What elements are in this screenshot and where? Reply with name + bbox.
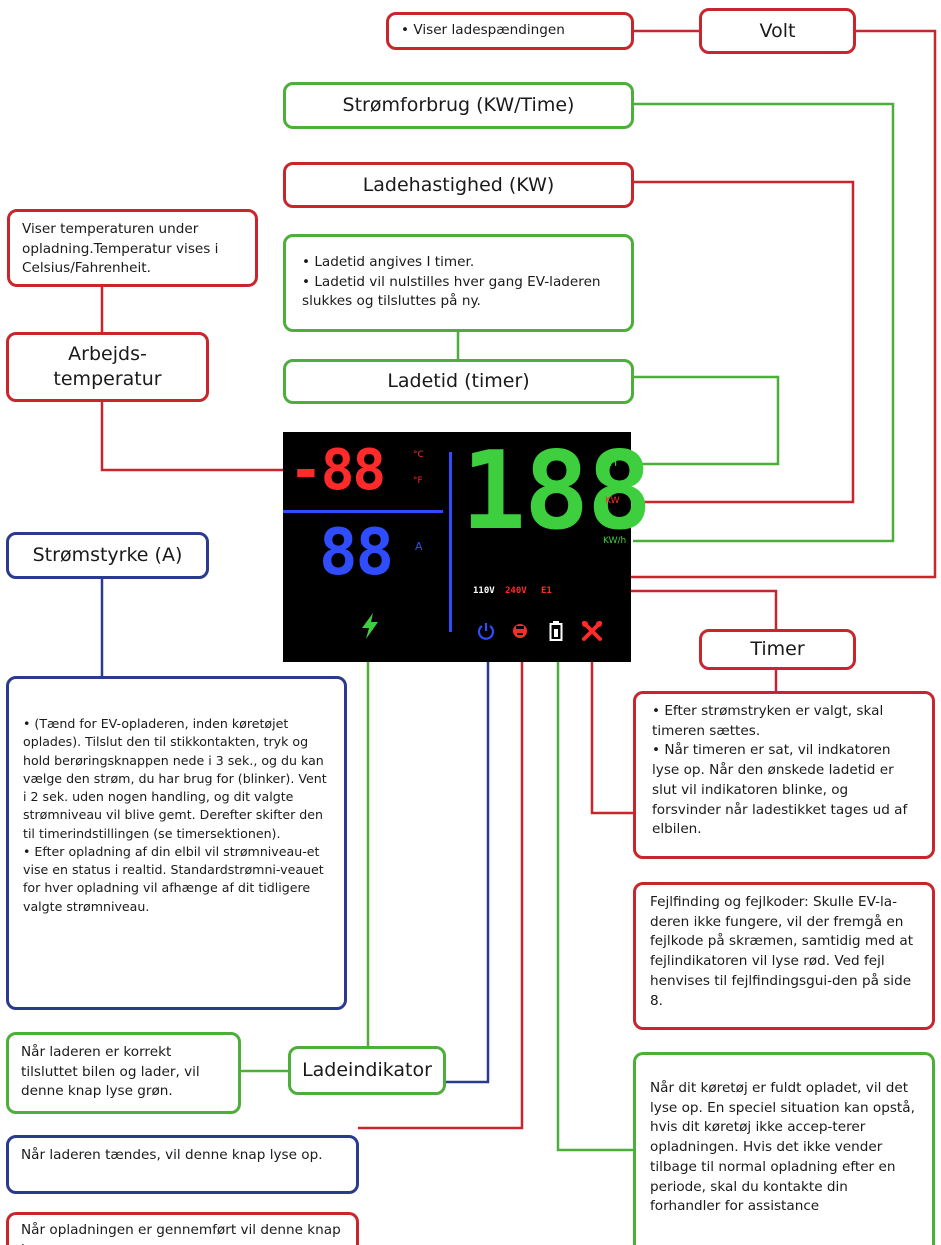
ladetid-text: Ladetid (timer) xyxy=(387,370,530,393)
ladetid-label: Ladetid (timer) xyxy=(283,359,634,404)
strom-styrke-text: Strømstyrke (A) xyxy=(32,544,183,567)
timer-label: Timer xyxy=(699,629,856,670)
volt-description: • Viser ladespændingen xyxy=(401,22,565,38)
unit-kw: KW xyxy=(605,496,620,506)
lade-indikator-text: Ladeindikator xyxy=(302,1059,432,1082)
lade-indikator-description: Når laderen er korrekt tilsluttet bilen … xyxy=(21,1044,200,1100)
volt-label-text: Volt xyxy=(759,19,796,42)
strom-description-2: • Efter opladning af din elbil vil strøm… xyxy=(23,843,324,914)
unit-hour: H xyxy=(609,456,618,469)
power-description: Når laderen tændes, vil denne knap lyse … xyxy=(21,1147,323,1163)
temperature-digits: -88 xyxy=(289,438,386,503)
power-description-box: Når laderen tændes, vil denne knap lyse … xyxy=(6,1135,359,1194)
charger-display-panel: -88 °C °F 88 A 188 H KW KW/h 110V 240V E… xyxy=(283,432,652,662)
arbejds-temp-text: Arbejds- temperatur xyxy=(53,343,162,390)
ladetid-description-box: • Ladetid angives I timer. • Ladetid vil… xyxy=(283,234,634,332)
strom-description-1: • (Tænd for EV-opladeren, inden køretøje… xyxy=(23,716,327,841)
unit-ampere: A xyxy=(415,540,423,553)
battery-icon xyxy=(549,621,563,641)
divider-line xyxy=(283,510,443,513)
big-digits: 188 xyxy=(461,429,652,554)
timer-text: Timer xyxy=(750,638,805,661)
unit-fahrenheit: °F xyxy=(413,476,423,486)
timer-description-2: • Når timeren er sat, vil indkatoren lys… xyxy=(652,742,908,838)
unit-celsius: °C xyxy=(413,450,424,460)
wrench-icon xyxy=(582,621,602,641)
done-description: Når opladningen er gennemført vil denne … xyxy=(21,1222,341,1245)
plug-icon xyxy=(513,624,527,638)
temp-description: Viser temperaturen under opladning.Tempe… xyxy=(22,221,219,277)
strom-forbrug-label: Strømforbrug (KW/Time) xyxy=(283,82,634,129)
done-description-box: Når opladningen er gennemført vil denne … xyxy=(6,1212,359,1245)
ladehastighed-label: Ladehastighed (KW) xyxy=(283,162,634,208)
strom-forbrug-text: Strømforbrug (KW/Time) xyxy=(342,94,575,117)
vertical-divider xyxy=(449,452,452,632)
strom-description-box: • (Tænd for EV-opladeren, inden køretøje… xyxy=(6,676,347,1010)
ladehastighed-text: Ladehastighed (KW) xyxy=(362,173,555,196)
strom-styrke-label: Strømstyrke (A) xyxy=(6,532,209,579)
voltage-240: 240V xyxy=(505,586,527,596)
volt-label: Volt xyxy=(699,8,856,54)
ladetid-description-2: • Ladetid vil nulstilles hver gang EV-la… xyxy=(302,273,601,310)
fuld-description: Når dit køretøj er fuldt opladet, vil de… xyxy=(650,1080,915,1215)
timer-description-1: • Efter strømstryken er valgt, skal time… xyxy=(652,703,884,739)
ladetid-description-1: • Ladetid angives I timer. xyxy=(302,254,475,270)
volt-description-box: • Viser ladespændingen xyxy=(386,12,634,50)
fejl-description-box: Fejlfinding og fejlkoder: Skulle EV-la-d… xyxy=(633,882,935,1030)
fuld-description-box: Når dit køretøj er fuldt opladet, vil de… xyxy=(633,1052,935,1245)
lade-indikator-description-box: Når laderen er korrekt tilsluttet bilen … xyxy=(6,1032,241,1114)
unit-kwh: KW/h xyxy=(603,536,627,546)
arbejds-temp-label: Arbejds- temperatur xyxy=(6,332,209,402)
timer-description-box: • Efter strømstryken er valgt, skal time… xyxy=(633,691,935,859)
lightning-icon xyxy=(362,613,378,639)
ampere-digits: 88 xyxy=(319,516,394,590)
fejl-description: Fejlfinding og fejlkoder: Skulle EV-la-d… xyxy=(650,894,914,1009)
voltage-110: 110V xyxy=(473,586,495,596)
power-icon xyxy=(477,623,495,640)
lade-indikator-label: Ladeindikator xyxy=(288,1046,446,1095)
temp-description-box: Viser temperaturen under opladning.Tempe… xyxy=(7,209,258,287)
voltage-fault: E1 xyxy=(541,586,552,596)
